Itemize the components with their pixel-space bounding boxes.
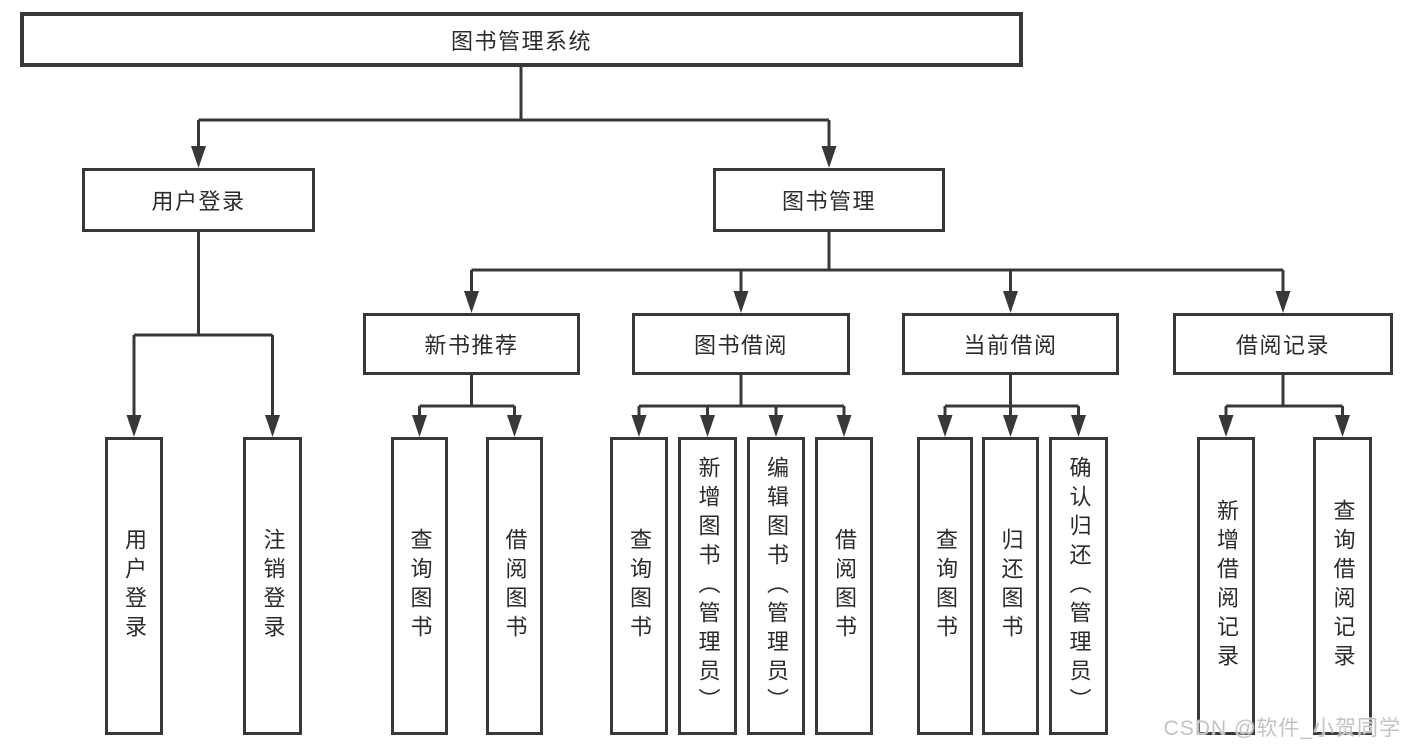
- node-label: 借阅记录: [1235, 333, 1330, 358]
- node-label: 用户登录: [151, 189, 246, 214]
- node-label: 新增借阅记录: [1214, 499, 1239, 673]
- node-new-book-recommend: 新书推荐: [363, 313, 580, 375]
- leaf-confirm-return-admin: 确认归还（管理员）: [1049, 437, 1108, 735]
- node-label: 图书管理系统: [450, 28, 592, 54]
- leaf-edit-books-admin: 编辑图书（管理员）: [747, 437, 805, 735]
- leaf-borrow-books-2: 借阅图书: [815, 437, 873, 735]
- node-current-borrow: 当前借阅: [902, 313, 1119, 375]
- node-library-management-system: 图书管理系统: [20, 12, 1023, 67]
- node-label: 借阅图书: [832, 528, 857, 644]
- arrow-heads: [126, 146, 1350, 437]
- leaf-query-books-2: 查询图书: [610, 437, 668, 735]
- node-label: 查询图书: [933, 528, 958, 644]
- node-label: 新增图书（管理员）: [695, 455, 721, 717]
- node-label: 归还图书: [998, 528, 1024, 644]
- leaf-query-books-1: 查询图书: [391, 437, 448, 735]
- node-label: 查询图书: [407, 528, 433, 644]
- node-label: 图书借阅: [693, 333, 788, 358]
- leaf-query-books-3: 查询图书: [917, 437, 973, 735]
- node-label: 查询借阅记录: [1330, 499, 1356, 673]
- node-book-management: 图书管理: [713, 168, 945, 232]
- leaf-add-books-admin: 新增图书（管理员）: [678, 437, 737, 735]
- leaf-borrow-books-1: 借阅图书: [486, 437, 543, 735]
- leaf-query-borrow-record: 查询借阅记录: [1313, 437, 1372, 735]
- leaf-logout: 注销登录: [243, 437, 302, 735]
- csdn-watermark: CSDN @软件_小贺同学: [1163, 717, 1401, 740]
- node-label: 当前借阅: [963, 333, 1058, 358]
- leaf-add-borrow-record: 新增借阅记录: [1197, 437, 1255, 735]
- node-label: 查询图书: [627, 528, 652, 644]
- leaf-return-books: 归还图书: [982, 437, 1039, 735]
- node-label: 注销登录: [260, 528, 286, 644]
- node-user-login: 用户登录: [82, 168, 315, 232]
- node-label: 编辑图书（管理员）: [764, 455, 789, 717]
- node-label: 图书管理: [781, 189, 876, 214]
- node-label: 新书推荐: [424, 333, 519, 358]
- leaf-user-login: 用户登录: [105, 437, 163, 735]
- node-label: 借阅图书: [502, 528, 528, 644]
- node-borrow-records: 借阅记录: [1173, 313, 1393, 375]
- connector-paths: [132, 67, 1344, 419]
- node-label: 用户登录: [122, 528, 147, 644]
- node-label: 确认归还（管理员）: [1066, 455, 1092, 717]
- node-book-borrow: 图书借阅: [632, 313, 850, 375]
